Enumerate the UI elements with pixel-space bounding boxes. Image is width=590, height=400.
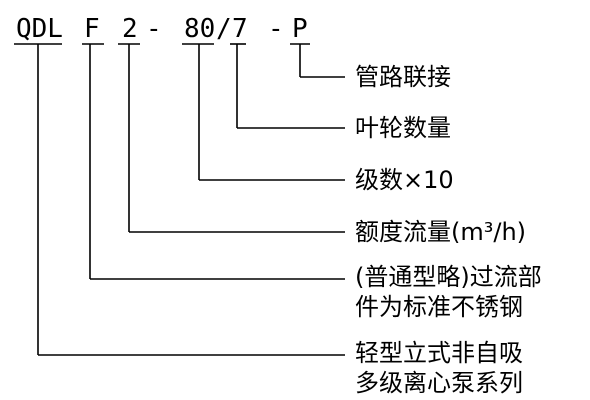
code-dash-1: - (146, 14, 162, 44)
label-material-line-1: (普通型略)过流部 (355, 263, 542, 291)
code-flow: 2 (122, 14, 138, 44)
label-series-line-1: 轻型立式非自吸 (355, 339, 523, 367)
code-slash: / (216, 14, 232, 44)
code-impellers: 7 (232, 14, 248, 44)
code-series: QDL (16, 14, 63, 44)
label-series-line-2: 多级离心泵系列 (355, 369, 523, 397)
code-stages: 80 (184, 14, 216, 44)
label-connection: 管路联接 (355, 63, 451, 91)
code-connection: P (292, 14, 308, 44)
code-material: F (84, 14, 100, 44)
code-dash-2: - (268, 14, 284, 44)
label-flow: 额度流量(m³/h) (355, 218, 527, 246)
label-material-line-2: 件为标准不锈钢 (355, 293, 523, 321)
label-impellers: 叶轮数量 (355, 114, 451, 142)
label-stages: 级数×10 (355, 166, 454, 194)
